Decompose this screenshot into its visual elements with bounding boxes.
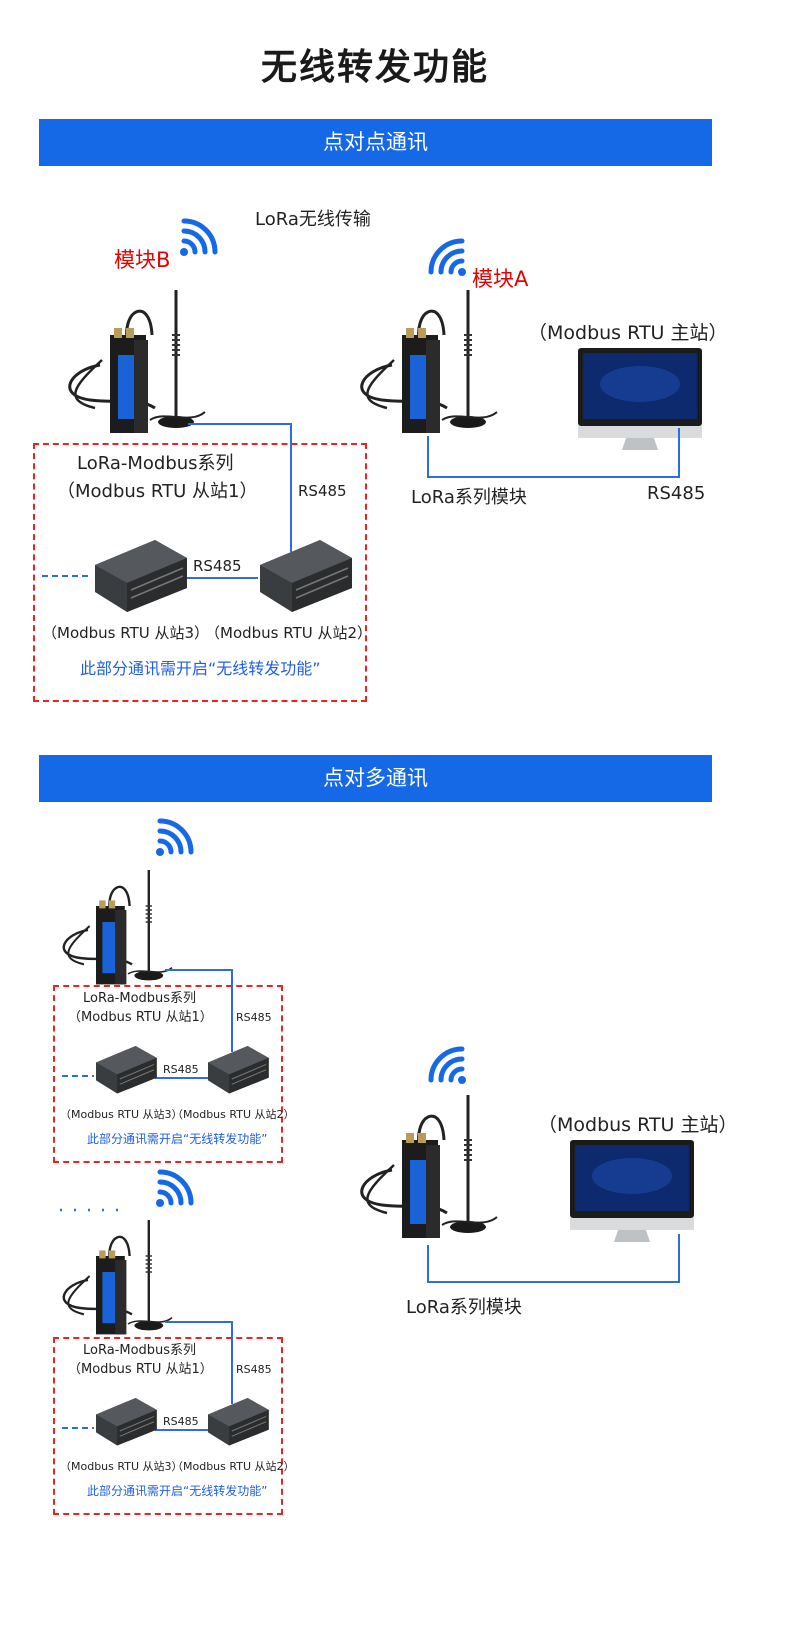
wireless-forwarding-zone [53, 1337, 283, 1515]
wifi-signal-icon [431, 241, 466, 276]
section-banner-p2mp: 点对多通讯 [39, 755, 712, 802]
lora-module-icon [62, 868, 174, 986]
rs485-label: RS485 [298, 482, 347, 500]
rs485-label: RS485 [193, 557, 242, 575]
page-title: 无线转发功能 [260, 47, 489, 88]
module-b-label: 模块B [114, 248, 171, 272]
monitor-icon [570, 1140, 694, 1242]
slave3-label: （Modbus RTU 从站3） [42, 624, 210, 642]
lora-module-icon [360, 1093, 499, 1240]
slave2-label: （Modbus RTU 从站2） [172, 1108, 295, 1121]
device-series-label: LoRa-Modbus系列 [83, 1343, 197, 1358]
device-series-label: LoRa-Modbus系列 [83, 991, 197, 1006]
module-a-label: 模块A [472, 267, 529, 291]
rs485-label: RS485 [163, 1415, 199, 1428]
wireless-forwarding-zone [33, 443, 367, 702]
slave1-label: （Modbus RTU 从站1） [57, 481, 258, 502]
slave2-label: （Modbus RTU 从站2） [205, 624, 373, 642]
slave2-label: （Modbus RTU 从站2） [172, 1460, 295, 1473]
master-station-label: （Modbus RTU 主站） [538, 1114, 738, 1136]
wifi-signal-icon [431, 1049, 466, 1084]
slave1-label: （Modbus RTU 从站1） [68, 1010, 213, 1025]
slave1-label: （Modbus RTU 从站1） [68, 1362, 213, 1377]
rs485-label: RS485 [236, 1011, 272, 1024]
slave3-label: （Modbus RTU 从站3） [60, 1460, 183, 1473]
lora-module-label: LoRa系列模块 [411, 487, 527, 508]
section-banner-p2p: 点对点通讯 [39, 119, 712, 166]
rs485-label: RS485 [236, 1363, 272, 1376]
lora-module-label: LoRa系列模块 [406, 1297, 522, 1318]
forwarding-note: 此部分通讯需开启“无线转发功能” [80, 659, 321, 678]
monitor-icon [578, 348, 702, 450]
forwarding-note: 此部分通讯需开启“无线转发功能” [87, 1484, 268, 1498]
wifi-signal-icon [156, 821, 191, 856]
slave3-label: （Modbus RTU 从站3） [60, 1108, 183, 1121]
master-station-label: （Modbus RTU 主站） [528, 322, 728, 344]
lora-wireless-label: LoRa无线传输 [255, 209, 371, 230]
lora-module-icon [62, 1218, 174, 1336]
wifi-signal-icon [180, 221, 215, 256]
rs485-label: RS485 [647, 483, 706, 504]
forwarding-note: 此部分通讯需开启“无线转发功能” [87, 1132, 268, 1146]
wifi-signal-icon [156, 1172, 191, 1207]
lora-module-icon [68, 288, 207, 435]
device-series-label: LoRa-Modbus系列 [77, 453, 234, 474]
wireless-forwarding-zone [53, 985, 283, 1163]
rs485-label: RS485 [163, 1063, 199, 1076]
lora-module-icon [360, 288, 499, 435]
